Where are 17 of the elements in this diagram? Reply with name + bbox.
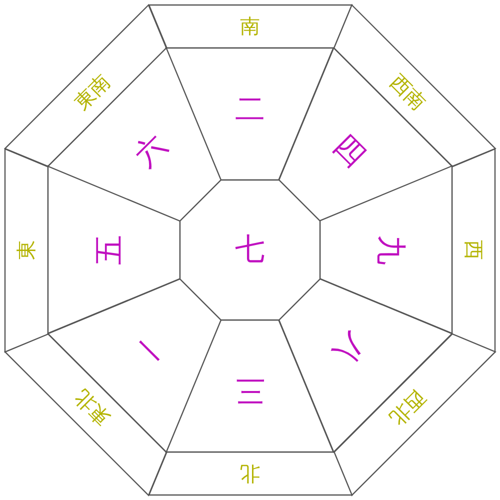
- direction-label: 西: [464, 240, 484, 260]
- star-number: 五: [95, 234, 125, 265]
- star-number: 六: [130, 130, 172, 172]
- star-number: 七: [235, 235, 265, 265]
- star-number: 八: [328, 328, 370, 370]
- direction-label: 西北: [387, 387, 430, 430]
- direction-label: 西南: [387, 70, 430, 113]
- direction-label: 東北: [70, 387, 113, 430]
- direction-label: 北: [240, 464, 260, 484]
- star-number: 三: [234, 375, 265, 405]
- star-number: 一: [130, 328, 172, 370]
- direction-label: 東: [16, 240, 36, 260]
- star-number: 四: [328, 130, 370, 172]
- direction-label: 東南: [70, 70, 113, 113]
- star-number: 九: [375, 234, 405, 265]
- star-number: 二: [234, 95, 265, 125]
- direction-label: 南: [240, 16, 260, 36]
